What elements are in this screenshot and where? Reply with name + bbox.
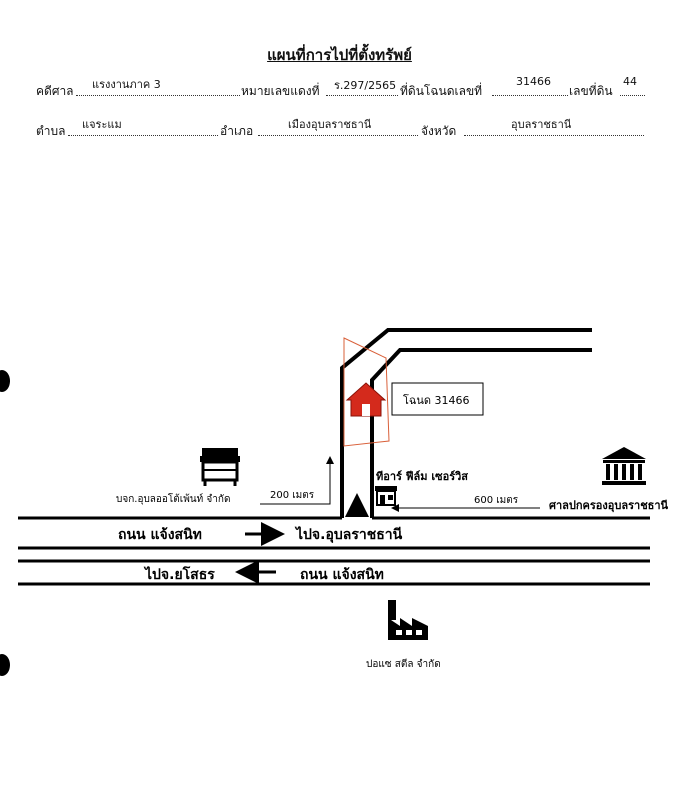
road-bottom-name: ถนน แจ้งสนิท xyxy=(300,567,384,583)
deed-box xyxy=(391,382,484,416)
court-dots xyxy=(76,95,240,96)
road-top-name: ถนน แจ้งสนิท xyxy=(118,527,202,543)
district-dots xyxy=(258,135,418,136)
distance-left-arrow xyxy=(260,456,334,505)
side-road-right-line xyxy=(370,348,592,518)
market-stall-icon xyxy=(200,448,240,486)
court-label: คดีศาล xyxy=(36,84,74,98)
punch-hole-bottom xyxy=(0,654,10,676)
province-label: จังหวัด xyxy=(421,124,457,138)
district-value: เมืองอุบลราชธานี xyxy=(288,118,372,131)
district-label: อำเภอ xyxy=(220,124,254,138)
province-value: อุบลราชธานี xyxy=(511,118,572,131)
plot-outline xyxy=(343,337,390,447)
road-bottom-direction: ไปจ.ยโสธร xyxy=(143,565,215,583)
land-number-label: เลขที่ดิน xyxy=(569,84,613,98)
factory-label: ปอแซ สตีล จำกัด xyxy=(366,658,441,670)
government-building-icon xyxy=(602,447,646,485)
court-value: แรงงานภาค 3 xyxy=(92,78,161,91)
subdistrict-dots xyxy=(68,135,218,136)
case-label: หมายเลขแดงที่ xyxy=(241,84,320,98)
case-value: ร.297/2565 xyxy=(334,79,397,92)
land-number-value: 44 xyxy=(623,75,637,88)
company-left-label: บจก.อุบลออโต้เพ้นท์ จำกัด xyxy=(116,492,230,505)
factory-icon xyxy=(388,600,428,640)
subdistrict-value: แจระแม xyxy=(82,118,122,131)
subdistrict-label: ตำบล xyxy=(36,124,66,138)
shop-icon xyxy=(375,486,397,506)
government-label: ศาลปกครองอุบลราชธานี xyxy=(549,499,669,513)
road-top-direction: ไปจ.อุบลราชธานี xyxy=(294,525,403,543)
deed-value: 31466 xyxy=(516,75,551,88)
land-number-dots xyxy=(620,95,645,96)
house-icon xyxy=(345,382,387,417)
deed-dots xyxy=(492,95,568,96)
province-dots xyxy=(464,135,644,136)
shop-label: ทีอาร์ ฟีล์ม เซอร์วิส xyxy=(376,470,468,483)
distance-right-label: 600 เมตร xyxy=(474,495,519,506)
distance-left-label: 200 เมตร xyxy=(270,490,315,501)
case-dots xyxy=(326,95,398,96)
page-title: แผนที่การไปที่ตั้งทรัพย์ xyxy=(267,46,412,64)
side-road-left-line xyxy=(340,328,592,518)
deed-label: ที่ดินโฉนดเลขที่ xyxy=(400,84,483,98)
punch-hole-top xyxy=(0,370,10,392)
deed-box-label: โฉนด 31466 xyxy=(403,393,470,407)
